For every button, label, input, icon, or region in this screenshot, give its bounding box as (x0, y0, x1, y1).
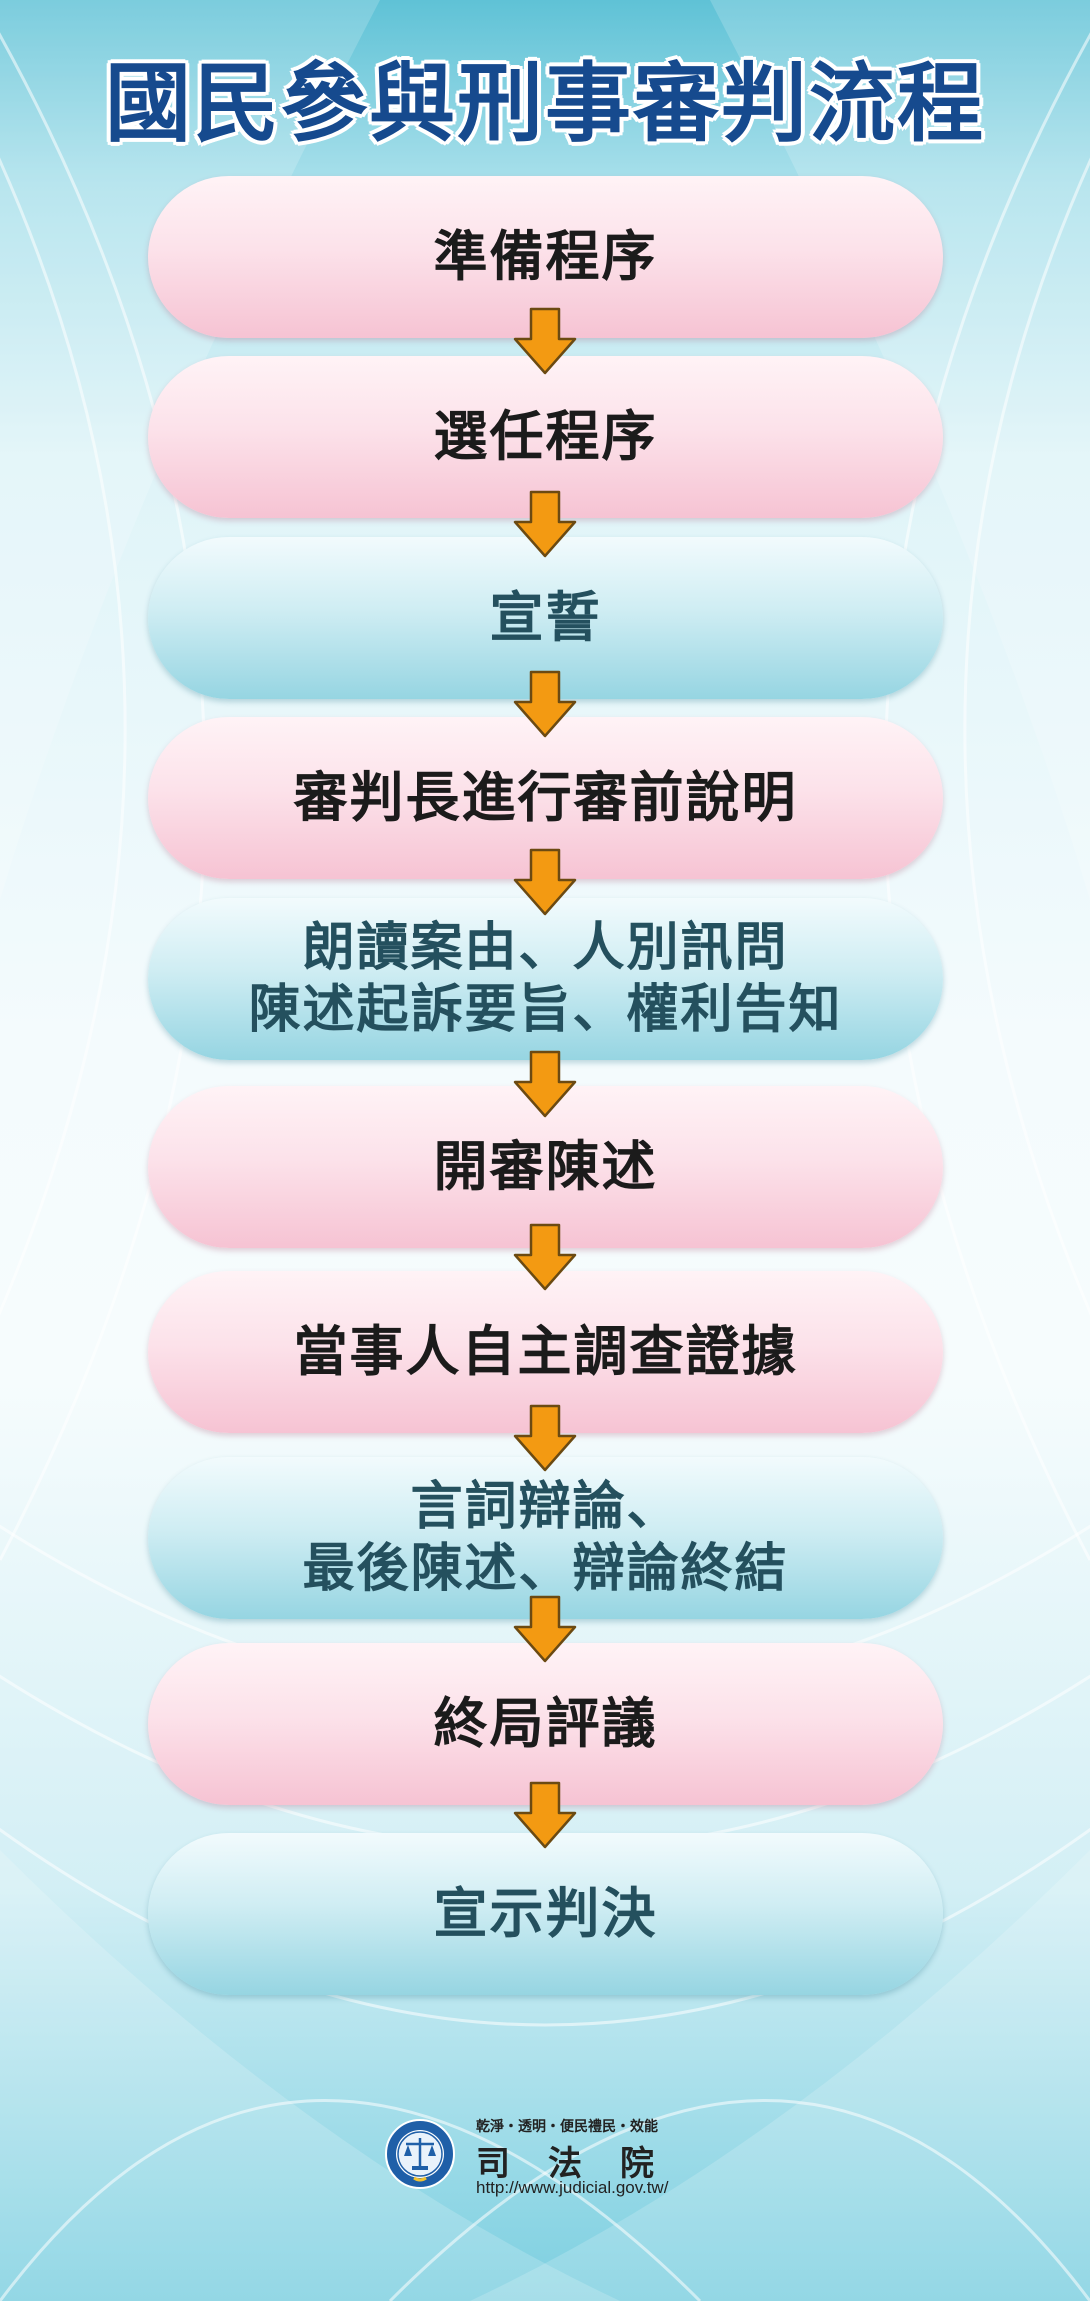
step-label: 宣誓 (489, 586, 602, 649)
footer: 乾淨・透明・便民禮民・效能 司法院 http://www.judicial.go… (384, 2116, 724, 2197)
down-arrow-icon (513, 1781, 577, 1849)
down-arrow-icon (513, 1404, 577, 1472)
step-label: 言詞辯論、 最後陳述、辯論終結 (302, 1477, 789, 1599)
down-arrow-icon (513, 1223, 577, 1291)
down-arrow-icon (513, 307, 577, 375)
down-arrow-icon (513, 490, 577, 558)
step-label: 當事人自主調查證據 (293, 1320, 798, 1383)
footer-url[interactable]: http://www.judicial.gov.tw/ (476, 2178, 669, 2197)
step-label: 開審陳述 (433, 1135, 658, 1198)
down-arrow-icon (513, 848, 577, 916)
step-label: 宣示判決 (433, 1882, 658, 1945)
step-label: 終局評議 (433, 1692, 658, 1755)
judicial-yuan-seal-icon (385, 2119, 455, 2189)
step-label: 選任程序 (433, 405, 658, 468)
step-label: 審判長進行審前說明 (293, 766, 798, 829)
down-arrow-icon (513, 1050, 577, 1118)
step-judgment: 宣示判決 (148, 1833, 943, 1995)
step-label: 準備程序 (433, 225, 658, 288)
down-arrow-icon (513, 1595, 577, 1663)
step-label: 朗讀案由、人別訊問 陳述起訴要旨、權利告知 (248, 918, 843, 1040)
step-reading-indictment: 朗讀案由、人別訊問 陳述起訴要旨、權利告知 (148, 898, 943, 1060)
down-arrow-icon (513, 670, 577, 738)
page-title: 國民參與刑事審判流程 (105, 54, 985, 154)
footer-motto: 乾淨・透明・便民禮民・效能 (476, 2119, 658, 2135)
